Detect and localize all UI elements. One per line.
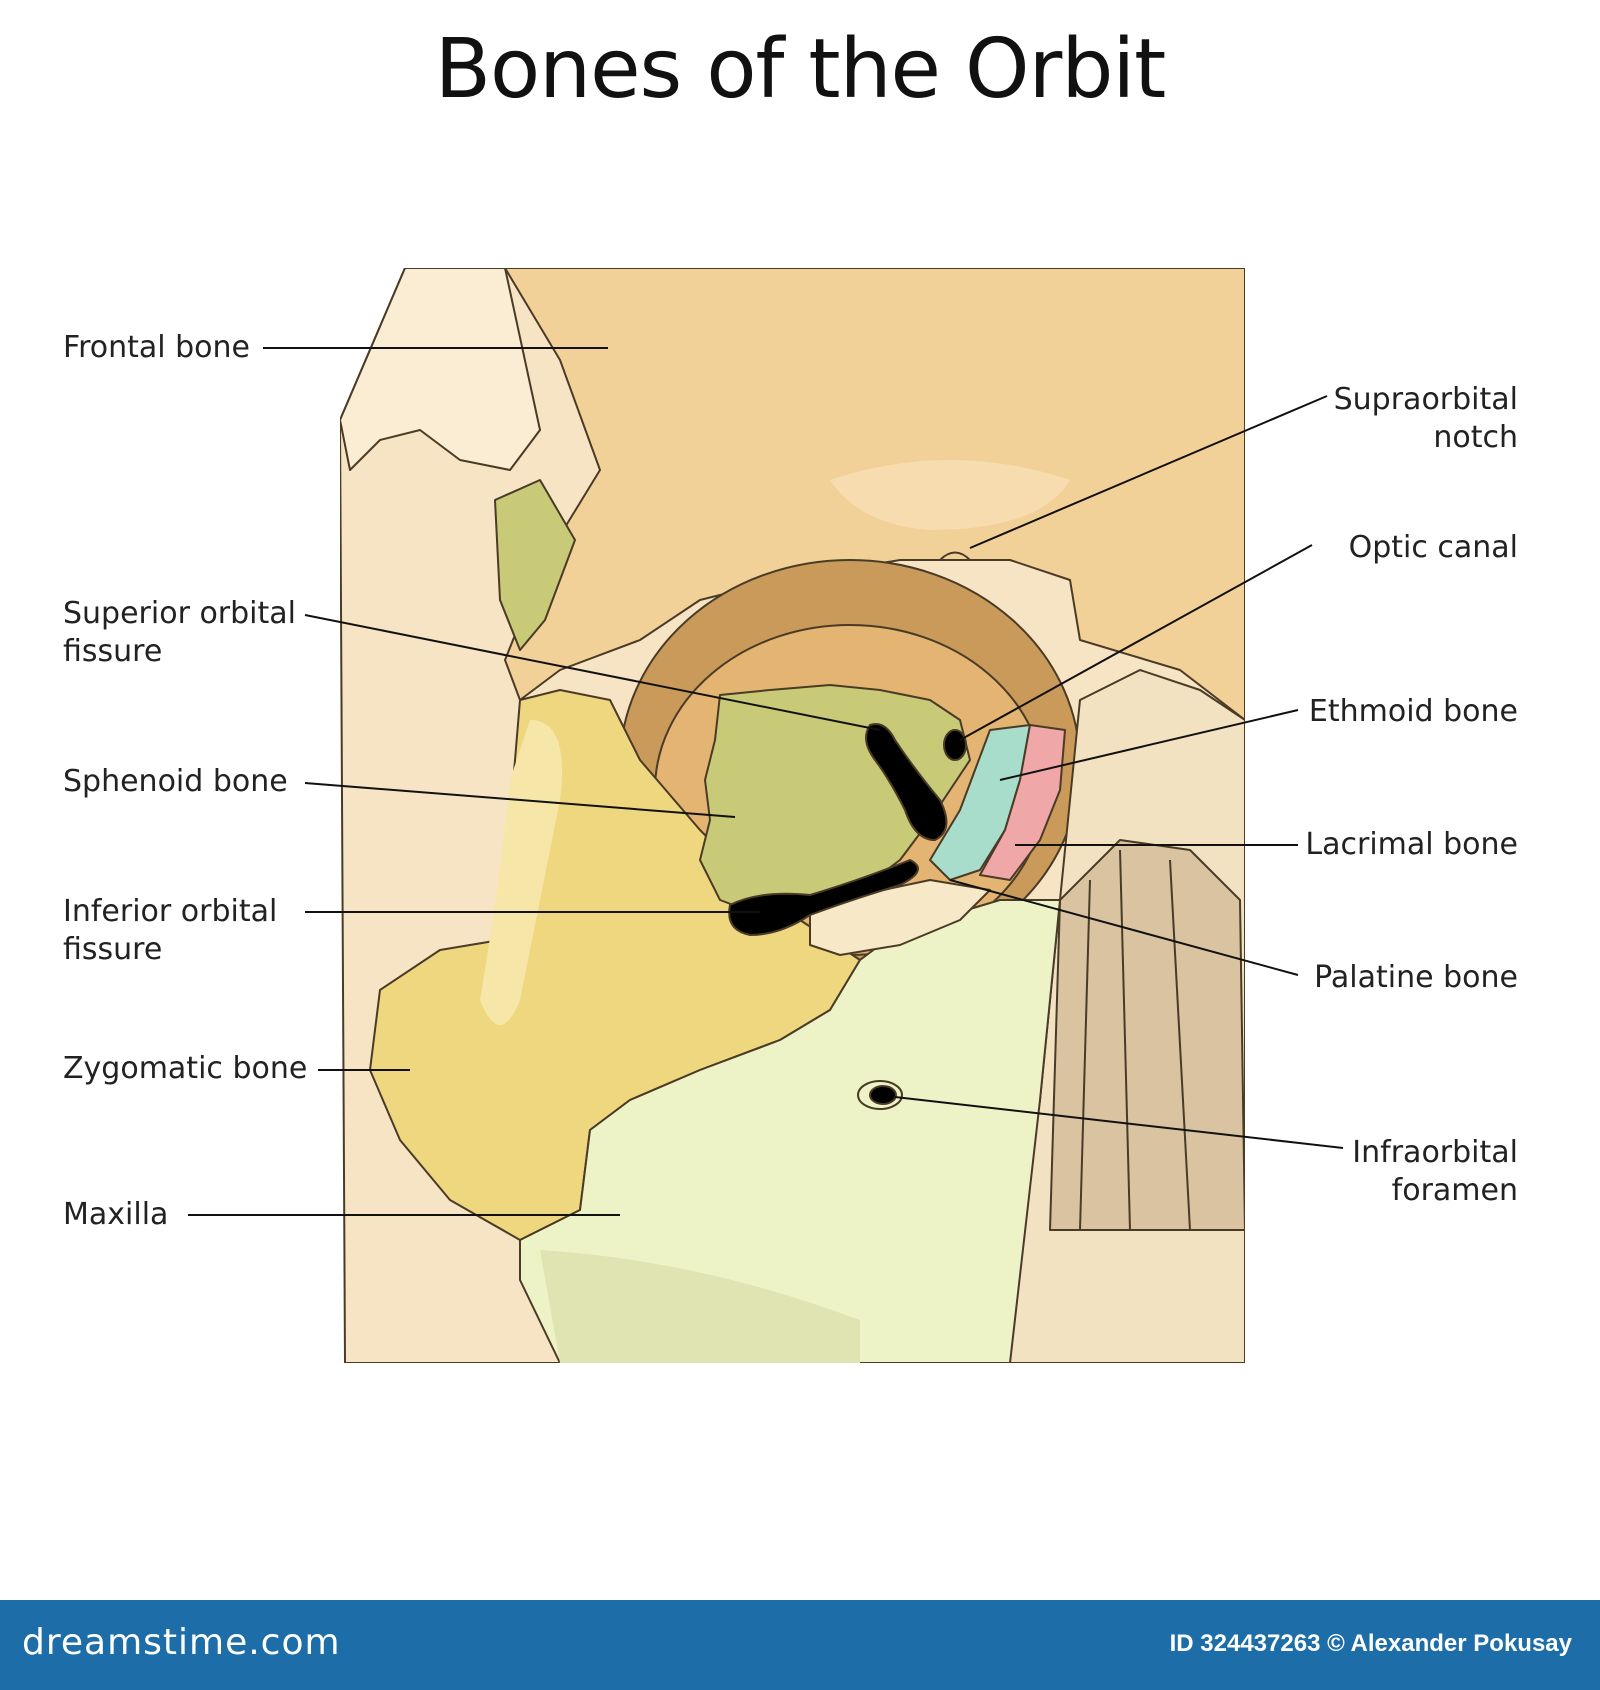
label-ethmoid-bone: Ethmoid bone bbox=[1308, 694, 1518, 729]
maxilla-shape bbox=[519, 899, 1061, 1363]
page-title: Bones of the Orbit bbox=[434, 22, 1167, 117]
sphenoid-greater-wing bbox=[494, 479, 576, 651]
label-supraorbital-notch: Supraorbital notch bbox=[1333, 382, 1518, 455]
leader-infraorbital bbox=[894, 1096, 1344, 1149]
label-inferior-orbital-fissure: Inferior orbital fissure bbox=[63, 894, 278, 967]
label-frontal-bone: Frontal bone bbox=[63, 330, 251, 365]
label-optic-canal: Optic canal bbox=[1348, 530, 1518, 565]
leader-ethmoid bbox=[999, 709, 1299, 781]
maxilla-shadow bbox=[540, 1250, 860, 1363]
footer-bar: dreamstime.com ID 324437263 © Alexander … bbox=[0, 1600, 1600, 1690]
supraorbital-notch-shape bbox=[939, 551, 971, 561]
leader-superior-fissure bbox=[304, 614, 881, 731]
optic-canal-shape bbox=[943, 729, 967, 761]
inferior-orbital-fissure-shape bbox=[728, 859, 919, 936]
leader-supraorbital bbox=[969, 395, 1328, 549]
leader-palatine bbox=[949, 879, 1299, 976]
label-superior-orbital-fissure: Superior orbital fissure bbox=[63, 596, 296, 669]
label-zygomatic-bone: Zygomatic bone bbox=[63, 1051, 308, 1086]
brand-logo[interactable]: dreamstime.com bbox=[22, 1622, 341, 1663]
orbit-illustration bbox=[188, 268, 1344, 1363]
image-credit: ID 324437263 © Alexander Pokusay bbox=[1169, 1630, 1572, 1657]
label-sphenoid-bone: Sphenoid bone bbox=[63, 764, 288, 799]
label-lacrimal-bone: Lacrimal bone bbox=[1305, 827, 1518, 862]
lateral-skull-patch bbox=[340, 268, 541, 471]
leader-sphenoid bbox=[304, 782, 736, 818]
label-palatine-bone: Palatine bone bbox=[1314, 960, 1518, 995]
label-infraorbital-foramen: Infraorbital foramen bbox=[1352, 1135, 1518, 1208]
nasal-cavity bbox=[1049, 839, 1245, 1231]
label-maxilla: Maxilla bbox=[63, 1197, 169, 1232]
leader-optic bbox=[959, 544, 1313, 741]
superior-orbital-fissure-shape bbox=[865, 723, 948, 841]
zygomatic-highlight bbox=[480, 720, 562, 1025]
lacrimal-bone-shape bbox=[979, 724, 1066, 881]
brow-highlight bbox=[830, 460, 1070, 530]
